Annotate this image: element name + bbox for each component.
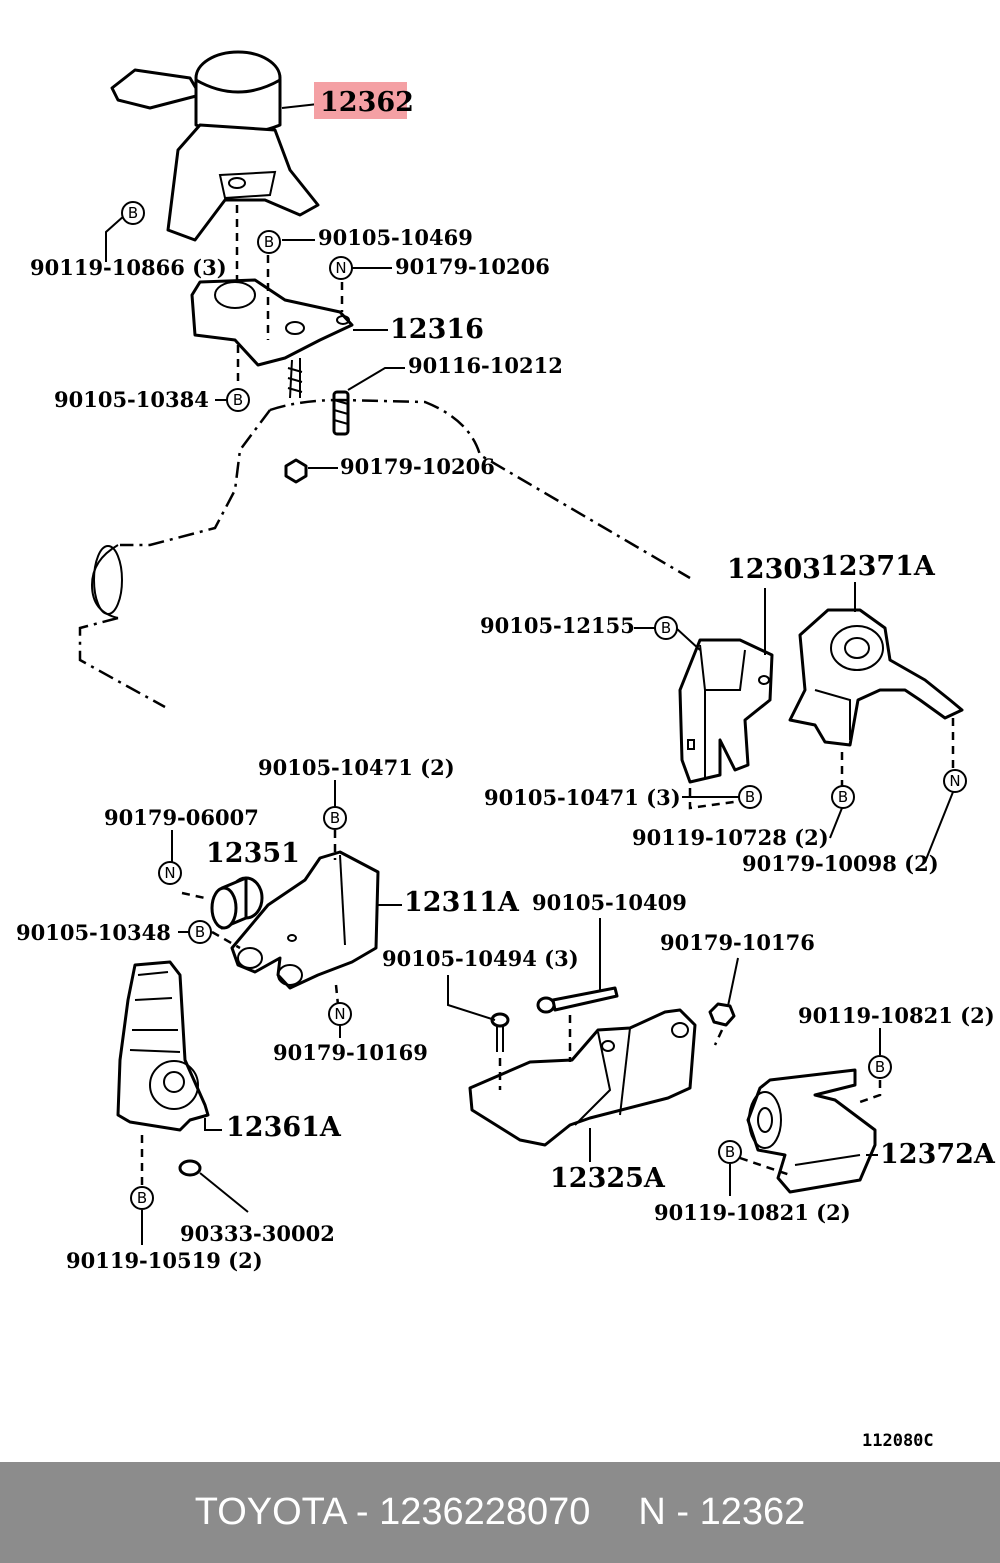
label-90179-10206-upper[interactable]: 90179-10206 — [395, 254, 550, 279]
mark-n: N — [943, 769, 967, 793]
label-12303[interactable]: 12303 — [727, 554, 821, 585]
label-90105-10384[interactable]: 90105-10384 — [54, 387, 209, 412]
label-90179-10176[interactable]: 90179-10176 — [660, 930, 815, 955]
label-90179-10098[interactable]: 90179-10098 (2) — [742, 851, 939, 876]
label-90119-10728[interactable]: 90119-10728 (2) — [632, 825, 829, 850]
label-90179-10169[interactable]: 90179-10169 — [273, 1040, 428, 1065]
parts-diagram: B B N B B B B N B N B N B B B 12362 9010… — [16, 50, 996, 1451]
nut-90179-10206-lower[interactable] — [284, 458, 308, 484]
label-90105-12155[interactable]: 90105-12155 — [480, 613, 635, 638]
bolt-90105-10409[interactable] — [536, 986, 619, 1014]
label-90105-10348[interactable]: 90105-10348 — [16, 920, 171, 945]
mark-b: B — [130, 1186, 154, 1210]
label-90119-10519[interactable]: 90119-10519 (2) — [66, 1248, 263, 1273]
svg-text:N: N — [334, 1005, 345, 1023]
label-90105-10469[interactable]: 90105-10469 — [318, 225, 473, 250]
label-90179-06007[interactable]: 90179-06007 — [104, 805, 259, 830]
label-90105-10471-3[interactable]: 90105-10471 (3) — [484, 785, 681, 810]
svg-text:B: B — [875, 1058, 885, 1076]
label-12325A[interactable]: 12325A — [550, 1163, 666, 1194]
svg-text:B: B — [264, 233, 274, 251]
mark-b: B — [738, 785, 762, 809]
bracket-12303[interactable] — [678, 638, 774, 784]
svg-text:B: B — [661, 619, 671, 637]
label-12372A[interactable]: 12372A — [880, 1139, 996, 1170]
label-12351[interactable]: 12351 — [206, 838, 300, 869]
svg-text:N: N — [949, 772, 960, 790]
label-90119-10821-lower[interactable]: 90119-10821 (2) — [654, 1200, 851, 1225]
svg-text:B: B — [330, 809, 340, 827]
bracket-12325A[interactable] — [468, 1008, 697, 1147]
mark-b: B — [257, 230, 281, 254]
nut-90179-10176[interactable] — [708, 1002, 736, 1027]
circle-marks: B B N B B B B N B N B N B B B — [121, 201, 967, 1210]
mark-b: B — [868, 1055, 892, 1079]
highlight-box — [314, 82, 407, 119]
label-90105-10409[interactable]: 90105-10409 — [532, 890, 687, 915]
svg-text:B: B — [838, 788, 848, 806]
label-12362[interactable]: 12362 — [320, 87, 414, 118]
label-90333-30002[interactable]: 90333-30002 — [180, 1221, 335, 1246]
bracket-12311A[interactable] — [230, 850, 380, 990]
engine-outline — [78, 398, 691, 709]
mark-n: N — [328, 1002, 352, 1026]
label-12361A[interactable]: 12361A — [226, 1112, 342, 1143]
svg-text:B: B — [137, 1189, 147, 1207]
mark-b: B — [831, 785, 855, 809]
svg-text:B: B — [233, 391, 243, 409]
footer-bar: TOYOTA - 1236228070 N - 12362 — [0, 1462, 1000, 1563]
svg-text:B: B — [195, 923, 205, 941]
stud-90116-10212[interactable] — [332, 390, 350, 436]
mount-12372A[interactable] — [746, 1068, 877, 1194]
footer-reference-number: N - 12362 — [638, 1491, 806, 1533]
svg-text:B: B — [725, 1143, 735, 1161]
label-90179-10206-lower[interactable]: 90179-10206 — [340, 454, 495, 479]
label-12371A[interactable]: 12371A — [820, 551, 936, 582]
engine-mount-12362[interactable] — [110, 50, 320, 242]
svg-text:B: B — [128, 204, 138, 222]
leader-lines — [105, 103, 954, 1245]
svg-text:N: N — [164, 864, 175, 882]
mount-12371A[interactable] — [788, 608, 964, 747]
label-90105-10494[interactable]: 90105-10494 (3) — [382, 946, 579, 971]
diagram-reference-code: 112080C — [862, 1431, 934, 1451]
label-90105-10471-2[interactable]: 90105-10471 (2) — [258, 755, 455, 780]
mark-b: B — [121, 201, 145, 225]
label-12311A[interactable]: 12311A — [404, 887, 520, 918]
bracket-12316[interactable] — [190, 278, 354, 399]
washer-90333-30002[interactable] — [178, 1159, 202, 1177]
label-90119-10821-upper[interactable]: 90119-10821 (2) — [798, 1003, 995, 1028]
bushing-12351[interactable] — [210, 876, 264, 930]
mark-b: B — [323, 806, 347, 830]
label-90116-10212[interactable]: 90116-10212 — [408, 353, 563, 378]
svg-text:B: B — [745, 788, 755, 806]
mark-n: N — [329, 256, 353, 280]
mark-n: N — [158, 861, 182, 885]
mark-b: B — [188, 920, 212, 944]
mark-b: B — [718, 1140, 742, 1164]
mark-b: B — [226, 388, 250, 412]
mount-12361A[interactable] — [116, 960, 210, 1132]
label-12316[interactable]: 12316 — [390, 314, 484, 345]
label-90119-10866[interactable]: 90119-10866 (3) — [30, 255, 227, 280]
mark-b: B — [654, 616, 678, 640]
svg-text:N: N — [335, 259, 346, 277]
footer-brand-part-number: TOYOTA - 1236228070 — [194, 1491, 591, 1533]
